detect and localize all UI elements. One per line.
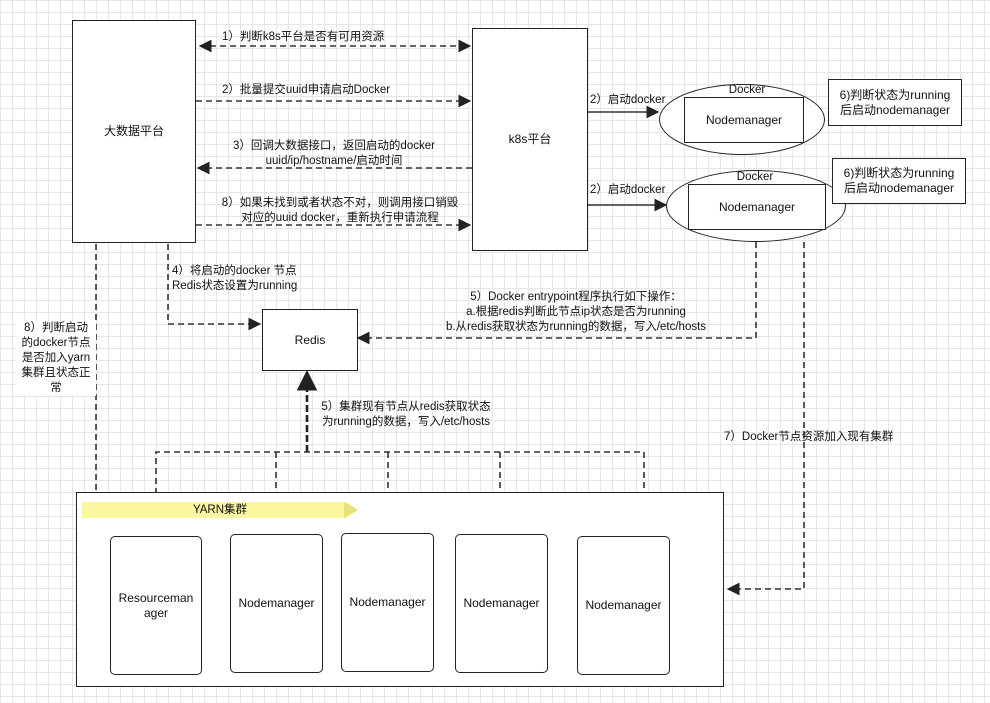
step8b-line-5: 常 (50, 382, 62, 394)
docker-2-label: Docker (736, 171, 774, 183)
step5-cluster-line-2: 为running的数据，写入/etc/hosts (321, 416, 491, 428)
step8a-line-2: 对应的uuid docker，重新执行申请流程 (241, 212, 439, 224)
yarn-nodemanager-3-label: Nodemanager (463, 596, 540, 610)
step8b-label: 8）判断启动 的docker节点 是否加入yarn 集群且状态正 常 (16, 321, 96, 396)
yarn-tag-fold-icon (344, 502, 358, 518)
yarn-nodemanager-3: Nodemanager (455, 534, 548, 673)
step1-label: 1）判断k8s平台是否有可用资源 (222, 31, 385, 43)
step8b-line-2: 的docker节点 (21, 337, 91, 349)
redis-label: Redis (294, 332, 326, 347)
big-data-platform-node: 大数据平台 (72, 20, 196, 243)
yarn-nodemanager-4: Nodemanager (577, 536, 670, 675)
step2-label: 2）批量提交uuid申请启动Docker (222, 84, 391, 96)
note-2-line-1: 6)判断状态为running (843, 166, 955, 180)
nodemanager-docker-1-label: Nodemanager (705, 112, 783, 127)
docker-1-label: Docker (728, 84, 766, 96)
step2-docker-2-label: 2）启动docker (590, 184, 666, 196)
step7-label: 7）Docker节点资源加入现有集群 (724, 431, 894, 443)
step4-line-1: 4）将启动的docker 节点 (172, 265, 297, 277)
step5-cluster-line-1: 5）集群现有节点从redis获取状态 (321, 401, 491, 413)
step8a-label: 8）如果未找到或者状态不对，则调用接口销毁 对应的uuid docker，重新执… (212, 196, 468, 226)
step5-entrypoint-line-1: 5）Docker entrypoint程序执行如下操作： (470, 291, 682, 303)
k8s-platform-node: k8s平台 (472, 28, 588, 251)
step5-entrypoint-line-2: a.根据redis判断此节点ip状态是否为running (466, 306, 686, 318)
step4-label: 4）将启动的docker 节点 Redis状态设置为running (172, 264, 297, 294)
yarn-nodemanager-1-label: Nodemanager (238, 596, 315, 610)
yarn-nodemanager-4-label: Nodemanager (585, 598, 662, 612)
redis-node: Redis (262, 309, 358, 371)
step2-docker-1-label: 2）启动docker (590, 94, 666, 106)
edge-step7 (726, 242, 805, 596)
nodemanager-docker-2: Nodemanager (688, 184, 826, 230)
resourcemanager-label-line-1: Resourceman (118, 590, 194, 605)
yarn-nodemanager-1: Nodemanager (230, 534, 323, 673)
nodemanager-docker-2-label: Nodemanager (718, 199, 796, 214)
resourcemanager-node: Resourceman ager (110, 536, 202, 675)
step8b-line-4: 集群且状态正 (21, 367, 91, 379)
nodemanager-docker-1: Nodemanager (684, 97, 804, 143)
yarn-nodemanager-2-label: Nodemanager (349, 595, 426, 609)
step3-line-2: uuid/ip/hostname/启动时间 (265, 155, 403, 167)
step5-entrypoint-line-3: b.从redis获取状态为running的数据，写入/etc/hosts (445, 321, 707, 333)
note-1-line-2: 后启动nodemanager (839, 102, 951, 117)
big-data-platform-label: 大数据平台 (103, 124, 164, 138)
edge-step4 (167, 244, 262, 331)
step8b-line-1: 8）判断启动 (24, 322, 88, 334)
k8s-platform-label: k8s平台 (508, 132, 552, 146)
note-running-1: 6)判断状态为running 后启动nodemanager (828, 79, 962, 126)
note-2-line-2: 后启动nodemanager (843, 181, 955, 195)
yarn-cluster-label: YARN集群 (82, 502, 358, 518)
note-running-2: 6)判断状态为running 后启动nodemanager (832, 158, 966, 204)
resourcemanager-label-line-2: ager (143, 605, 169, 620)
step5-entrypoint-label: 5）Docker entrypoint程序执行如下操作： a.根据redis判断… (436, 290, 716, 335)
step8a-line-1: 8）如果未找到或者状态不对，则调用接口销毁 (221, 197, 459, 209)
step3-line-1: 3）回调大数据接口，返回启动的docker (233, 140, 435, 152)
step8b-line-3: 是否加入yarn (21, 352, 91, 364)
edge-step5-entrypoint (356, 242, 757, 345)
yarn-nodemanager-2: Nodemanager (341, 533, 434, 672)
step5-cluster-label: 5）集群现有节点从redis获取状态 为running的数据，写入/etc/ho… (314, 400, 498, 430)
step4-line-2: Redis状态设置为running (172, 280, 298, 292)
note-1-line-1: 6)判断状态为running (839, 87, 951, 102)
step3-label: 3）回调大数据接口，返回启动的docker uuid/ip/hostname/启… (214, 139, 454, 169)
